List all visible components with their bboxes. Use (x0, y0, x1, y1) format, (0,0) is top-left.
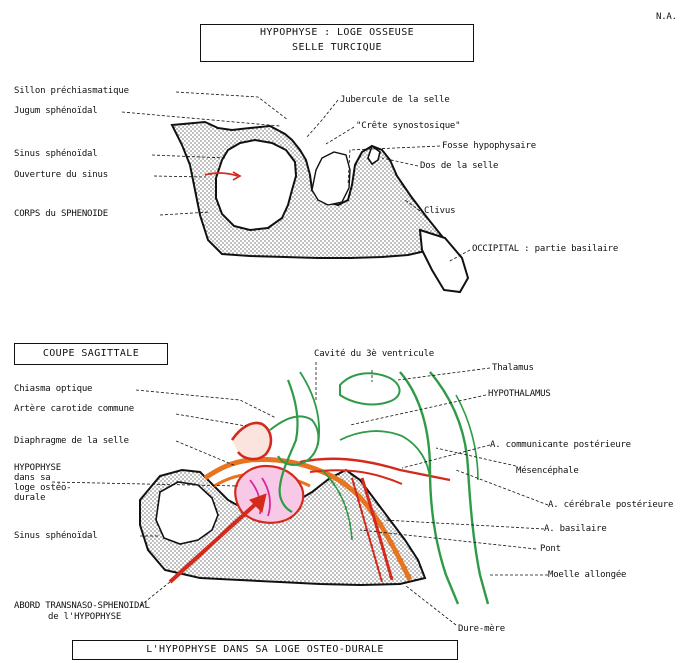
top-title-box: HYPOPHYSE : LOGE OSSEUSE SELLE TURCIQUE (200, 24, 474, 62)
label-ouverture: Ouverture du sinus (14, 170, 108, 181)
label-sinus-lower: Sinus sphénoïdal (14, 531, 98, 542)
top-title-line1: HYPOPHYSE : LOGE OSSEUSE (201, 25, 473, 40)
footer-caption: L'HYPOPHYSE DANS SA LOGE OSTEO-DURALE (146, 644, 384, 655)
label-clivus: Clivus (424, 206, 455, 217)
label-dos: Dos de la selle (420, 161, 498, 172)
label-pont: Pont (540, 544, 561, 555)
label-chiasma: Chiasma optique (14, 384, 92, 395)
label-dure: Dure-mère (458, 624, 505, 635)
footer-caption-box: L'HYPOPHYSE DANS SA LOGE OSTEO-DURALE (72, 640, 458, 660)
label-abord-line2: de l'HYPOPHYSE (48, 612, 121, 623)
label-carotide: Artère carotide commune (14, 404, 134, 415)
label-cerebrale: A. cérébrale postérieure (548, 500, 673, 511)
label-crete: "Crête synostosique" (356, 121, 460, 132)
label-cavite: Cavité du 3è ventricule (314, 349, 434, 360)
corner-mark: N.A. (656, 12, 677, 23)
top-title-line2: SELLE TURCIQUE (201, 40, 473, 55)
label-thalamus: Thalamus (492, 363, 534, 374)
label-mesencephale: Mésencéphale (516, 466, 579, 477)
label-jugum: Jugum sphénoïdal (14, 106, 98, 117)
label-moelle: Moelle allongée (548, 570, 626, 581)
sphenoid-body (172, 122, 445, 258)
label-hypothalamus: HYPOTHALAMUS (488, 389, 551, 400)
label-communicante: A. communicante postérieure (490, 440, 631, 451)
label-diaphragme: Diaphragme de la selle (14, 436, 129, 447)
label-occipital: OCCIPITAL : partie basilaire (472, 244, 618, 255)
label-sinus: Sinus sphénoïdal (14, 149, 98, 160)
label-corps: CORPS du SPHENOIDE (14, 209, 108, 220)
label-fosse: Fosse hypophysaire (442, 141, 536, 152)
bottom-title-box: COUPE SAGITTALE (14, 343, 168, 365)
label-durale: durale (14, 493, 45, 504)
label-tubercule: Jubercule de la selle (340, 95, 450, 106)
label-sillon: Sillon préchiasmatique (14, 86, 129, 97)
carotid-artery (232, 423, 271, 459)
label-abord-line1: ABORD TRANSNASO-SPHENOIDAL (14, 601, 150, 612)
bottom-title: COUPE SAGITTALE (43, 348, 139, 359)
label-basilaire: A. basilaire (544, 524, 607, 535)
thalamus-outline (340, 373, 400, 404)
occipital-bone (420, 230, 468, 292)
sagittal-section-drawing (140, 372, 488, 604)
fosse-cavity (312, 152, 350, 205)
